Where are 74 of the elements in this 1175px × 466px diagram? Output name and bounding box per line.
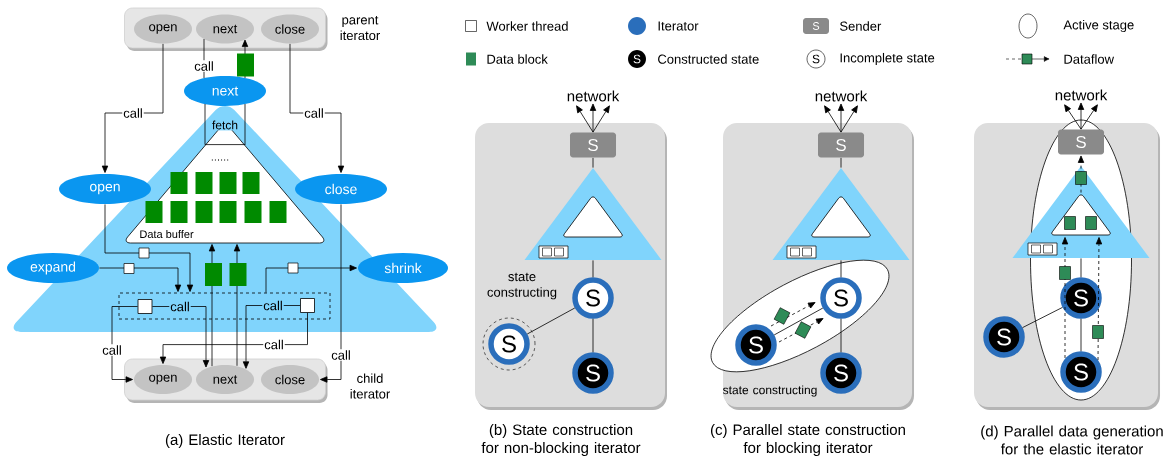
connector-line — [592, 260, 594, 278]
worker-thread-icon — [137, 299, 153, 314]
arrow — [159, 312, 308, 364]
connector-line — [592, 157, 594, 168]
arrow — [824, 105, 842, 133]
arrow — [242, 305, 301, 369]
arrow — [576, 105, 594, 133]
dataflow-arrow — [1095, 237, 1103, 361]
arrow — [1077, 102, 1085, 130]
legend-text: Iterator — [658, 21, 699, 31]
arrow — [208, 244, 216, 367]
figure-caption: (a) Elastic Iterator — [165, 434, 285, 448]
edge-label: call — [263, 338, 285, 351]
state-label: state constructing — [487, 272, 557, 300]
connector-line — [773, 307, 824, 336]
connector-line — [840, 260, 842, 278]
arrow — [289, 43, 345, 173]
legend-text: Data block — [487, 54, 548, 64]
sender-box: S — [570, 132, 616, 158]
edge-label: call — [122, 107, 144, 119]
connector-line — [1080, 318, 1082, 352]
dataflow-arrow — [1077, 155, 1085, 193]
dataflow-arrow — [770, 302, 816, 327]
connector-line — [840, 318, 842, 353]
legend-text: Dataflow — [1064, 54, 1114, 64]
dataflow-arrow — [1061, 237, 1069, 359]
edge-label: call — [193, 60, 215, 72]
legend-text: Active stage — [1063, 19, 1134, 33]
edge-label: call — [101, 344, 123, 356]
arrow — [233, 244, 241, 367]
arrow — [241, 39, 249, 79]
figure-caption: (d) Parallel data generation for the elastic iterator — [981, 425, 1163, 455]
arrow — [589, 103, 597, 133]
network-label: network — [815, 90, 868, 102]
arrow — [320, 204, 342, 383]
arrow — [101, 43, 164, 173]
connector-line — [1022, 307, 1063, 329]
network-label: network — [1055, 89, 1108, 101]
legend-text: Sender — [840, 21, 882, 31]
arrow — [265, 264, 357, 293]
legend-text: Incomplete state — [840, 52, 935, 66]
arrow — [837, 103, 845, 133]
iterator-triangle — [772, 168, 910, 260]
arrow — [1080, 104, 1098, 130]
connector-line — [526, 307, 576, 335]
connector-line — [1080, 258, 1082, 278]
arrow — [840, 105, 858, 133]
iterator-triangle — [524, 168, 662, 260]
sender-box: S — [1058, 129, 1104, 155]
worker-thread-icon — [300, 298, 315, 313]
sender-box: S — [818, 132, 864, 158]
connector-line — [592, 318, 594, 353]
iterator-label: parent iterator — [340, 15, 380, 41]
connector-line — [204, 103, 246, 145]
figure-caption: (b) State construction for non-blocking iterator — [481, 424, 641, 456]
dataflow-arrow — [778, 318, 824, 343]
arrow — [104, 204, 194, 292]
state-label: state constructing — [723, 385, 817, 397]
edge-label: call — [330, 349, 352, 361]
edge-label: fetch — [211, 119, 239, 131]
arrow — [1064, 104, 1082, 130]
arrow — [592, 105, 610, 133]
arrow — [152, 306, 210, 368]
ellipsis-text: ...... — [211, 159, 229, 161]
edge-label: call — [303, 107, 325, 119]
legend-text: Constructed state — [658, 54, 759, 64]
network-label: network — [567, 90, 620, 102]
figure-caption: (c) Parallel state construction for blocking iterator — [711, 424, 905, 456]
connector-line — [840, 157, 842, 168]
arrow — [99, 267, 182, 292]
arrow — [111, 306, 138, 383]
iterator-label: child iterator — [350, 373, 390, 399]
legend-text: Worker thread — [486, 21, 568, 31]
worker-pool-box — [118, 292, 331, 320]
